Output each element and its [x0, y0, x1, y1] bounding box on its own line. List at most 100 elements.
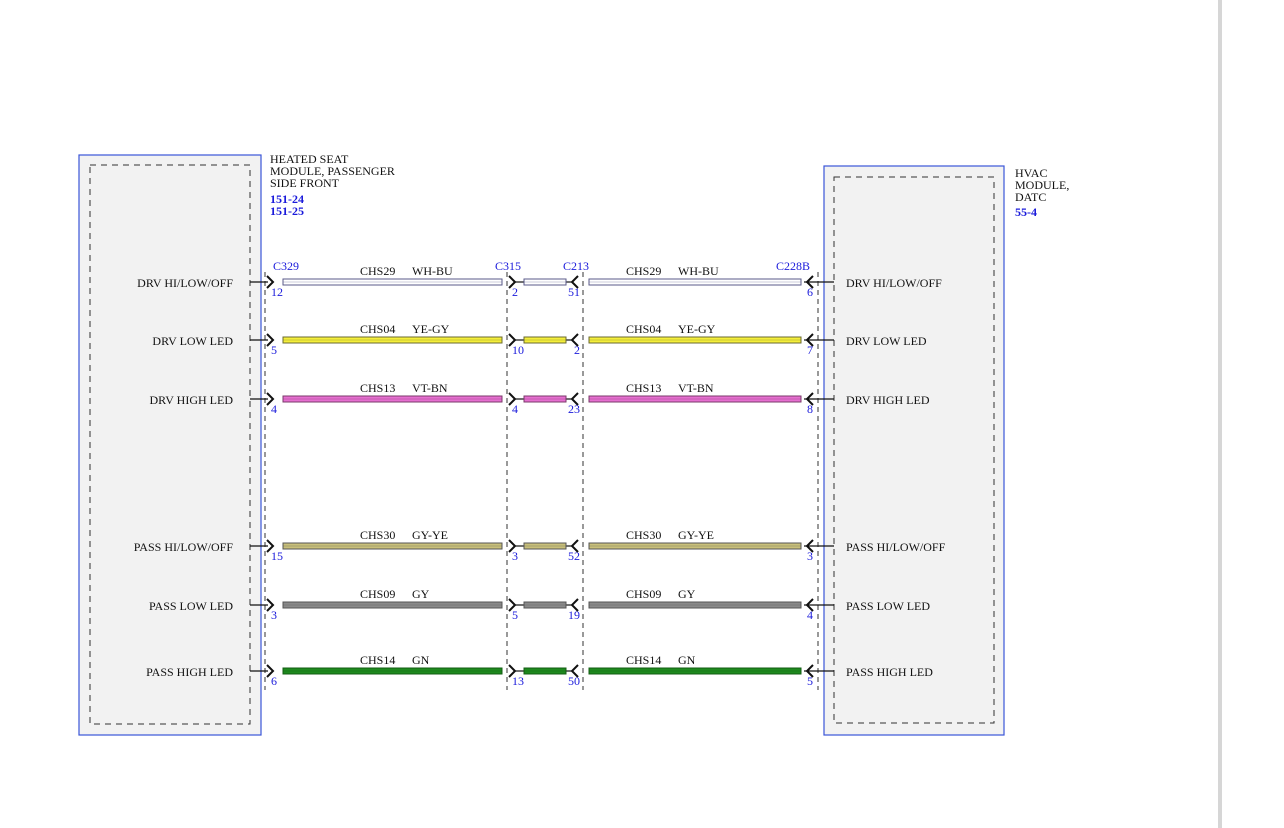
- left-module-title-line: HEATED SEAT: [270, 152, 349, 166]
- pin-arrow-left-icon: [570, 275, 579, 289]
- pin-number: 51: [568, 285, 580, 299]
- left-signal-label: DRV HIGH LED: [150, 393, 234, 407]
- vertical-scrollbar[interactable]: [1218, 0, 1222, 828]
- circuit-label: CHS29: [626, 264, 661, 278]
- pin-arrow-right-icon: [266, 333, 275, 347]
- circuit-label: CHS30: [626, 528, 661, 542]
- left-signal-label: PASS HIGH LED: [146, 665, 233, 679]
- wire-color-label: GY-YE: [678, 528, 714, 542]
- right-module-ref-link[interactable]: 55-4: [1015, 205, 1037, 219]
- pin-number: 23: [568, 402, 580, 416]
- wire-color-label: GY-YE: [412, 528, 448, 542]
- pin-number: 15: [271, 549, 283, 563]
- pin-number: 4: [271, 402, 277, 416]
- wire-color-label: YE-GY: [678, 322, 716, 336]
- left-signal-label: DRV LOW LED: [152, 334, 233, 348]
- circuit-label: CHS30: [360, 528, 395, 542]
- circuit-label: CHS13: [360, 381, 395, 395]
- left-signal-label: DRV HI/LOW/OFF: [137, 276, 233, 290]
- pin-number: 5: [807, 674, 813, 688]
- circuit-label: CHS09: [360, 587, 395, 601]
- pin-arrow-left-icon: [570, 598, 579, 612]
- pin-arrow-left-icon: [805, 539, 814, 553]
- wire-color-label: WH-BU: [678, 264, 719, 278]
- circuit-label: CHS14: [626, 653, 661, 667]
- wire-row[interactable]: CHS04 YE-GY CHS04 YE-GY 5 10 2 7 DRV LOW LED DRV …: [152, 322, 927, 357]
- left-signal-label: PASS LOW LED: [149, 599, 233, 613]
- pin-arrow-left-icon: [570, 664, 579, 678]
- left-module-ref-link[interactable]: 151-25: [270, 204, 304, 218]
- pin-number: 3: [807, 549, 813, 563]
- pin-number: 4: [807, 608, 813, 622]
- right-signal-label: DRV LOW LED: [846, 334, 927, 348]
- pin-number: 13: [512, 674, 524, 688]
- wire-color-label: GN: [412, 653, 430, 667]
- wire-color-label: GY: [678, 587, 696, 601]
- circuit-label: CHS13: [626, 381, 661, 395]
- left-module-inner-outline: [89, 164, 251, 725]
- circuit-label: CHS29: [360, 264, 395, 278]
- wire-color-label: GY: [412, 587, 430, 601]
- pin-number: 7: [807, 343, 813, 357]
- connector-label-c315[interactable]: C315: [495, 259, 521, 273]
- right-module[interactable]: [823, 165, 1005, 736]
- right-module-box: [823, 165, 1005, 736]
- circuit-label: CHS04: [626, 322, 661, 336]
- circuit-label: CHS14: [360, 653, 395, 667]
- pin-arrow-left-icon: [805, 664, 814, 678]
- pin-number: 50: [568, 674, 580, 688]
- pin-arrow-right-icon: [266, 664, 275, 678]
- right-module-title-line: MODULE,: [1015, 178, 1069, 192]
- wiring-diagram: HEATED SEAT MODULE, PASSENGER SIDE FRONT…: [78, 152, 1069, 736]
- right-module-title-line: HVAC: [1015, 166, 1047, 180]
- pin-number: 5: [512, 608, 518, 622]
- pin-arrow-left-icon: [805, 598, 814, 612]
- wire-color-label: YE-GY: [412, 322, 450, 336]
- pin-number: 5: [271, 343, 277, 357]
- pin-arrow-left-icon: [805, 275, 814, 289]
- wire-row[interactable]: CHS13 VT-BN CHS13 VT-BN 4 4 23 8 DRV HIGH LED DRV…: [150, 381, 930, 416]
- connector-lines: [264, 272, 819, 690]
- right-signal-label: DRV HI/LOW/OFF: [846, 276, 942, 290]
- right-module-title-line: DATC: [1015, 190, 1046, 204]
- connector-label-c228b[interactable]: C228B: [776, 259, 810, 273]
- pin-arrow-right-icon: [508, 539, 517, 553]
- pin-number: 19: [568, 608, 580, 622]
- right-signal-label: DRV HIGH LED: [846, 393, 930, 407]
- pin-number: 10: [512, 343, 524, 357]
- left-module-title-line: MODULE, PASSENGER: [270, 164, 395, 178]
- pin-arrow-right-icon: [266, 275, 275, 289]
- pin-number: 12: [271, 285, 283, 299]
- right-signal-label: PASS LOW LED: [846, 599, 930, 613]
- wire-color-label: VT-BN: [678, 381, 714, 395]
- pin-number: 8: [807, 402, 813, 416]
- pin-arrow-left-icon: [805, 333, 814, 347]
- pin-arrow-left-icon: [570, 333, 579, 347]
- left-module-title: HEATED SEAT MODULE, PASSENGER SIDE FRONT…: [270, 152, 395, 218]
- wire-color-label: WH-BU: [412, 264, 453, 278]
- pin-arrow-left-icon: [570, 392, 579, 406]
- connector-label-c329[interactable]: C329: [273, 259, 299, 273]
- pin-arrow-right-icon: [508, 664, 517, 678]
- right-signal-label: PASS HIGH LED: [846, 665, 933, 679]
- pin-number: 52: [568, 549, 580, 563]
- pin-arrow-right-icon: [508, 392, 517, 406]
- wire-color-label: VT-BN: [412, 381, 448, 395]
- pin-number: 4: [512, 402, 518, 416]
- circuit-label: CHS04: [360, 322, 395, 336]
- pin-number: 6: [807, 285, 813, 299]
- left-module[interactable]: [78, 154, 262, 736]
- pin-number: 2: [574, 343, 580, 357]
- left-signal-label: PASS HI/LOW/OFF: [134, 540, 234, 554]
- pin-arrow-right-icon: [266, 539, 275, 553]
- left-module-ref-link[interactable]: 151-24: [270, 192, 304, 206]
- connector-label-c213[interactable]: C213: [563, 259, 589, 273]
- left-module-title-line: SIDE FRONT: [270, 176, 340, 190]
- connector-labels: C329 C315 C213 C228B: [273, 259, 810, 273]
- pin-arrow-right-icon: [508, 598, 517, 612]
- pin-arrow-right-icon: [508, 275, 517, 289]
